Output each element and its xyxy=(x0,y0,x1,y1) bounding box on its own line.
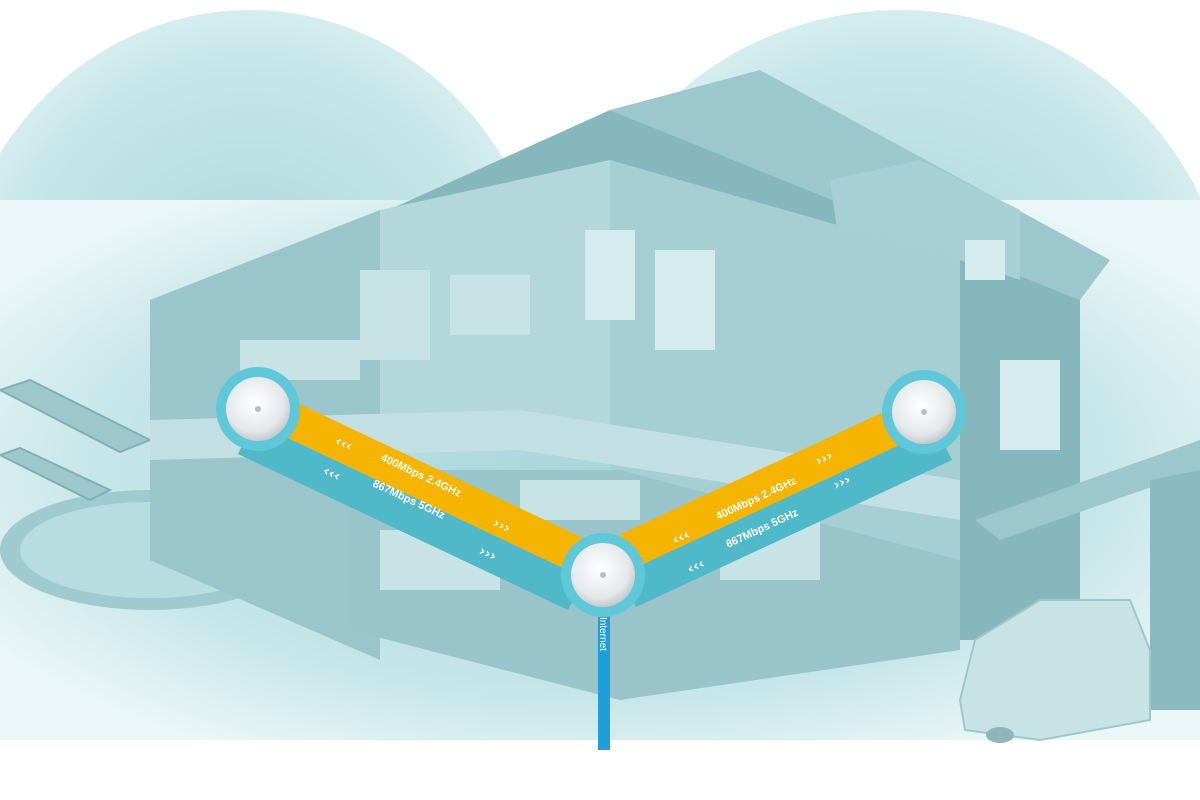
chevrons-left-24b: ››› xyxy=(490,515,512,537)
chevrons-right-5b: ››› xyxy=(831,472,853,494)
chevrons-right-24b: ››› xyxy=(813,448,835,470)
band-24-right xyxy=(604,395,936,575)
chevrons-right-5: ‹‹‹ xyxy=(685,556,707,578)
band-5-left xyxy=(238,422,584,610)
internet-uplink: Internet xyxy=(597,600,610,750)
chevrons-left-5: ‹‹‹ xyxy=(320,463,342,485)
mesh-node-center xyxy=(561,533,645,617)
chevrons-left-24: ‹‹‹ xyxy=(332,433,354,455)
internet-label: Internet xyxy=(597,617,608,651)
mesh-node-left xyxy=(216,367,300,451)
chevrons-left-5b: ››› xyxy=(476,543,498,565)
car xyxy=(958,599,1151,743)
band-5-right xyxy=(620,428,952,607)
mesh-node-right xyxy=(882,370,966,454)
chevrons-right-24: ‹‹‹ xyxy=(670,527,692,549)
band-24-left xyxy=(254,390,600,578)
link-left: ‹‹‹ 400Mbps 2.4GHz ››› ‹‹‹ 867Mbps 5GHz … xyxy=(238,390,600,610)
link-right: ‹‹‹ 400Mbps 2.4GHz ››› ‹‹‹ 867Mbps 5GHz … xyxy=(604,395,952,607)
